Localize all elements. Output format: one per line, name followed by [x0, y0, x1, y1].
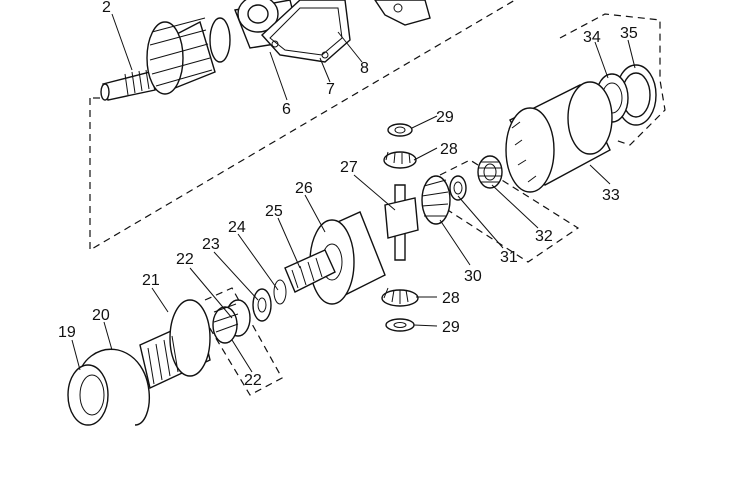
callout-28-upper: 28 [440, 141, 458, 158]
callout-8: 8 [360, 60, 369, 77]
callout-35: 35 [620, 25, 638, 42]
part-29-washer-upper [387, 123, 413, 137]
part-29-washer-lower [385, 318, 415, 332]
callout-27: 27 [340, 159, 358, 176]
callout-21: 21 [142, 272, 160, 289]
part-25-sleeve [284, 249, 336, 293]
part-27-cross-shaft [384, 184, 419, 261]
part-28-pinion-upper [383, 151, 417, 169]
part-8-housing [374, 0, 431, 26]
part-22-needle-bearing [212, 299, 251, 344]
callout-labels: 2 6 7 8 19 20 21 22 22 23 24 25 26 27 28… [58, 0, 638, 389]
callout-33: 33 [602, 187, 620, 204]
part-19-oil-seal [67, 364, 109, 426]
callout-29-lower: 29 [442, 319, 460, 336]
part-7-gasket [261, 0, 351, 63]
callout-19: 19 [58, 324, 76, 341]
group-boundary-22-23 [204, 287, 283, 396]
callout-25: 25 [265, 203, 283, 220]
callout-30: 30 [464, 268, 482, 285]
part-33-differential-case [505, 81, 613, 193]
part-23-collar [252, 288, 272, 322]
callout-22-upper: 22 [176, 251, 194, 268]
group-boundary-main [89, 0, 516, 252]
callout-7: 7 [326, 81, 335, 98]
callout-2: 2 [102, 0, 111, 16]
callout-23: 23 [202, 236, 220, 253]
callout-6: 6 [282, 101, 291, 118]
part-21-gear-shaft [139, 299, 211, 389]
callout-22-lower: 22 [244, 372, 262, 389]
callout-28-lower: 28 [442, 290, 460, 307]
callout-24: 24 [228, 219, 246, 236]
callout-32: 32 [535, 228, 553, 245]
part-31-washer [449, 175, 467, 201]
callout-20: 20 [92, 307, 110, 324]
group-boundary-right [559, 13, 666, 146]
part-32-needle-bearing [477, 155, 503, 189]
callout-34: 34 [583, 29, 601, 46]
callout-31: 31 [500, 249, 518, 266]
callout-26: 26 [295, 180, 313, 197]
part-2-pinion-shaft [100, 17, 231, 101]
part-30-side-gear [421, 175, 451, 225]
part-20-circlip [77, 348, 150, 426]
part-28-pinion-lower [381, 287, 419, 307]
leader-lines [71, 13, 636, 373]
callout-29-upper: 29 [436, 109, 454, 126]
part-24-snap-ring [273, 279, 287, 305]
